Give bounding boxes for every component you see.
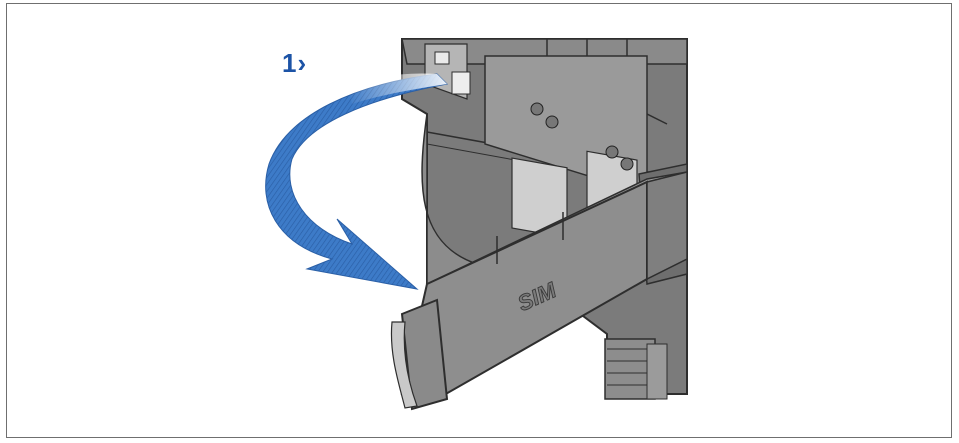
curved-arrow-icon: [265, 73, 449, 290]
sim-tray: SIM: [390, 171, 688, 411]
illustration-frame: SIM 1›: [6, 3, 952, 438]
cable-connector-icon: [604, 338, 668, 400]
sim-tray-illustration: SIM: [265, 38, 688, 411]
step-number-label: 1›: [282, 48, 308, 78]
